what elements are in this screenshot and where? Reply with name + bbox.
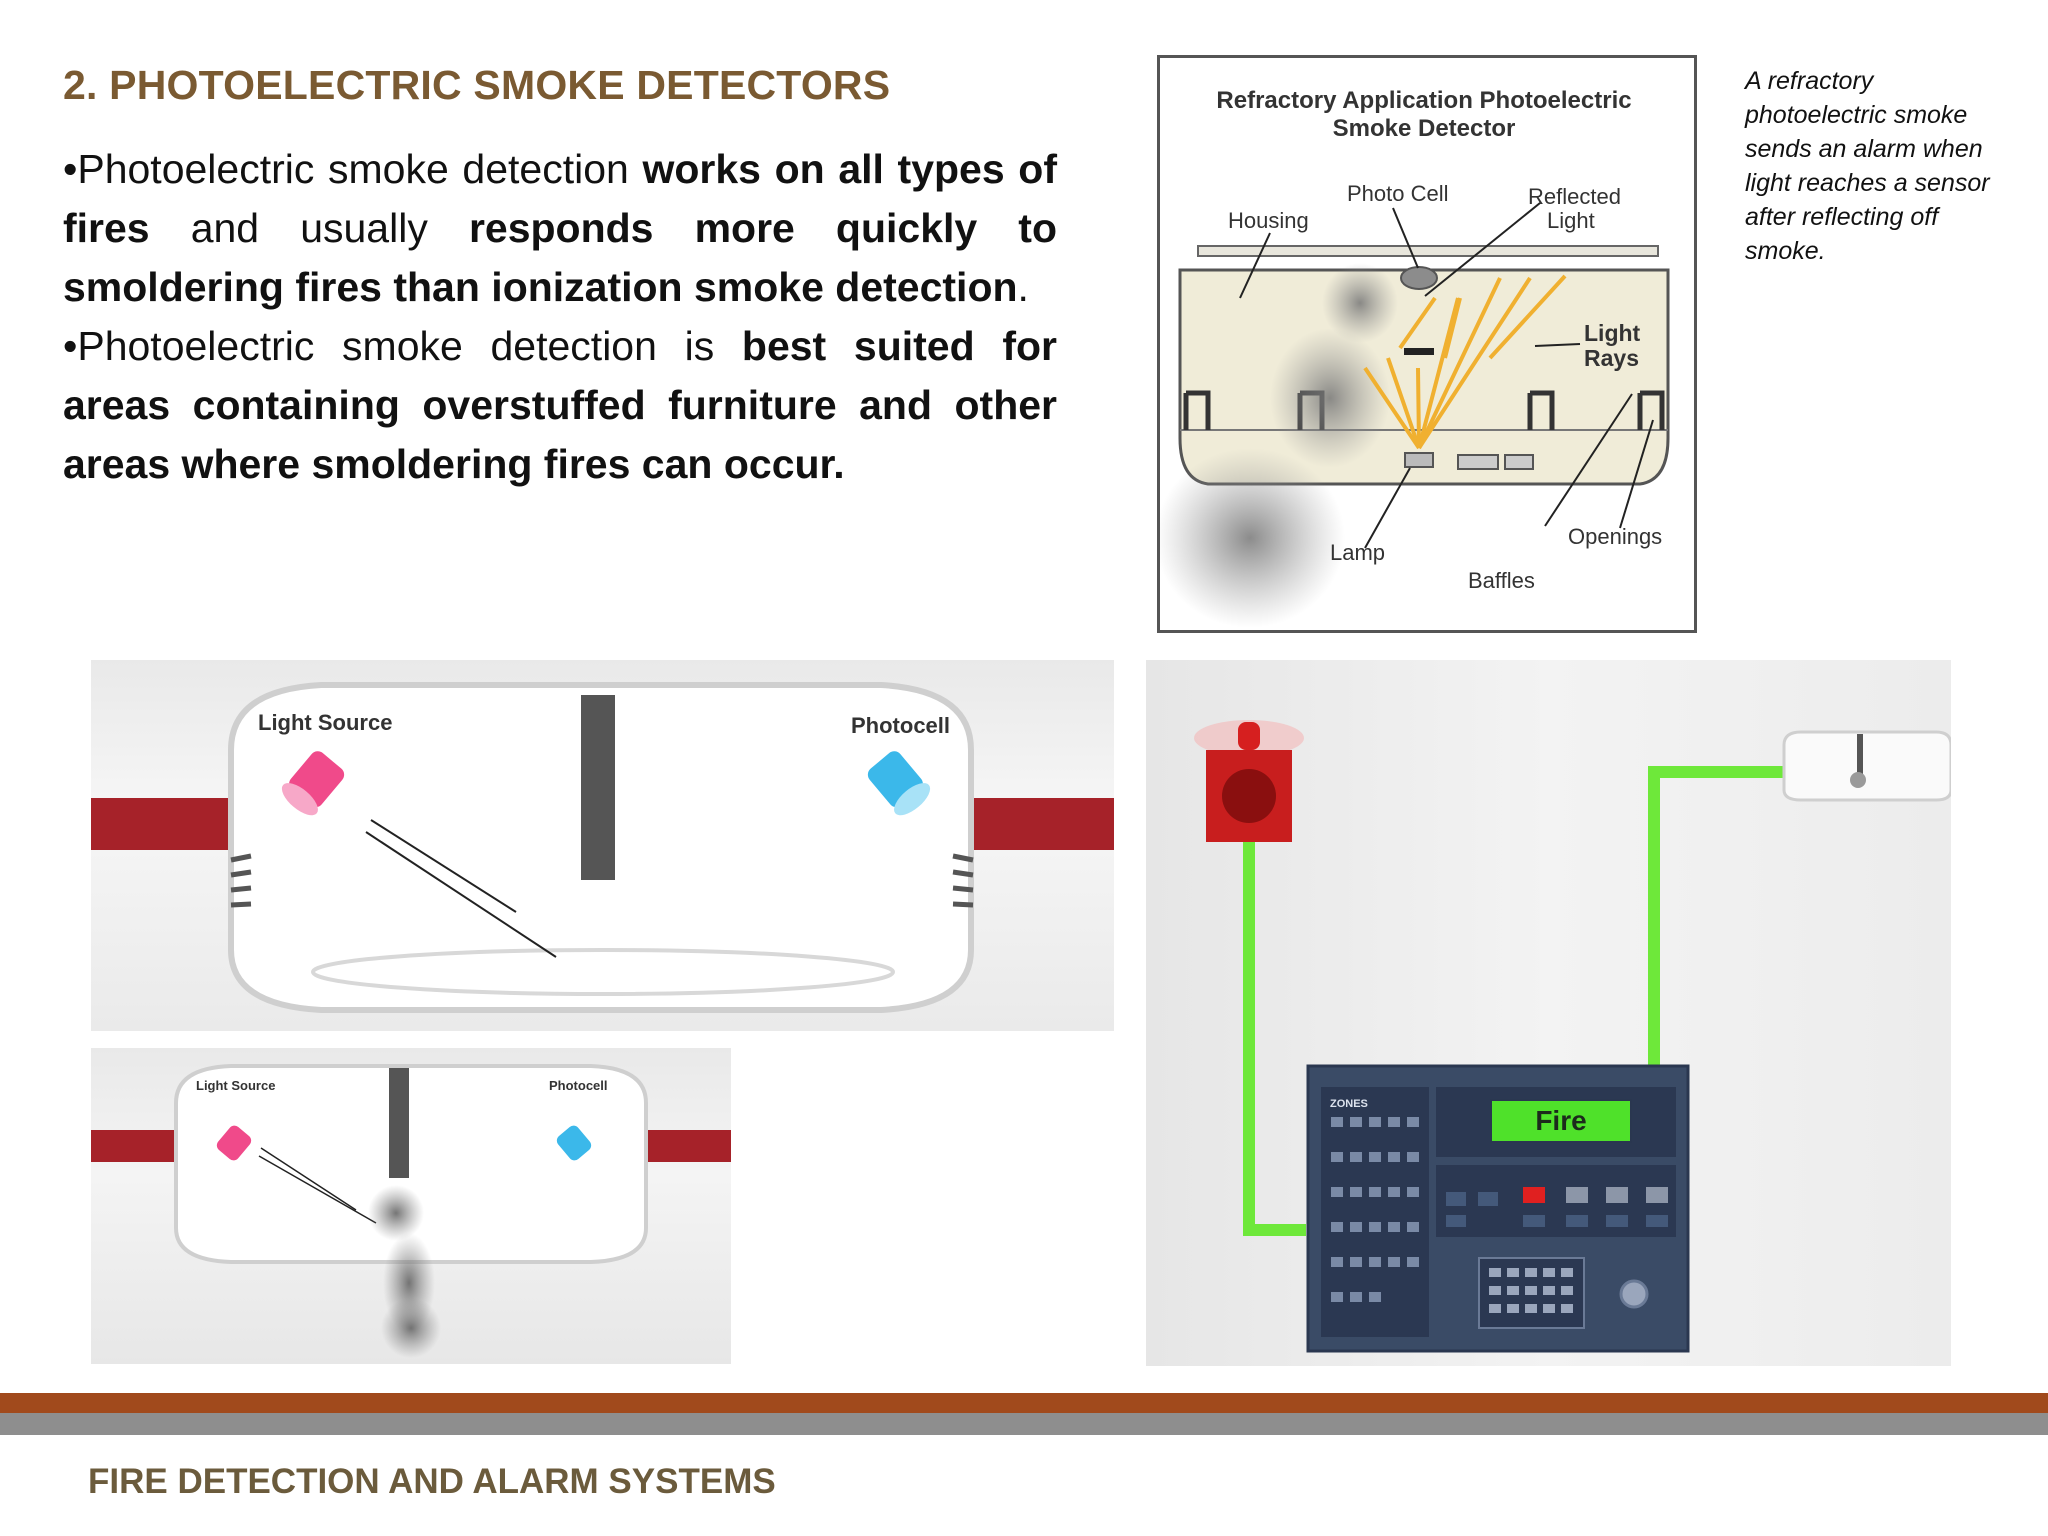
detector-diagram: Refractory Application Photoelectric Smo…: [1155, 55, 1697, 633]
button-section: [1436, 1165, 1676, 1237]
baffle: [1527, 390, 1555, 430]
label-photocell: Photocell: [549, 1078, 608, 1093]
light-barrier: [581, 695, 615, 880]
smoke-detector-small: [1782, 730, 1953, 802]
label-housing: Housing: [1228, 208, 1309, 233]
label-reflected: Reflected: [1528, 184, 1621, 209]
label-light-source: Light Source: [196, 1078, 275, 1093]
bullet-text: •Photoelectric smoke detection works on …: [63, 140, 1057, 494]
label-light-source: Light Source: [258, 710, 392, 735]
label-light-rays-1: Light: [1584, 320, 1641, 346]
alarm-system-svg: ZONES Fire: [1194, 720, 1953, 1353]
keypad-keys: [1489, 1268, 1573, 1313]
label-photo-cell: Photo Cell: [1347, 181, 1449, 206]
light-shield: [1404, 348, 1434, 355]
detector-smoke-small: [1850, 772, 1866, 788]
diagram-title-1: Refractory Application Photoelectric: [1216, 87, 1631, 114]
lamp: [1404, 452, 1434, 468]
status-display: [1490, 1099, 1632, 1143]
light-beam-lines: [258, 1147, 377, 1224]
zone-indicators: [1331, 1117, 1419, 1302]
led-photocell: [556, 1125, 592, 1161]
label-openings: Openings: [1568, 524, 1662, 549]
vent-slots-left: [230, 853, 252, 908]
housing-top-plate: [1197, 245, 1659, 257]
led-photocell: [867, 751, 931, 816]
horn-speaker: [1222, 769, 1276, 823]
footer-bar-gray: [0, 1413, 2048, 1435]
label-photocell: Photocell: [851, 713, 950, 738]
detector-diagram-svg: Refractory Application Photoelectric Smo…: [1155, 87, 1670, 628]
board-component: [1457, 454, 1499, 470]
baffle: [1183, 390, 1211, 430]
bullet-2: •Photoelectric smoke detection is best s…: [63, 323, 1057, 487]
smoke-cloud: [1270, 328, 1390, 468]
detector-smoke-svg: Light Source Photocell: [91, 1064, 731, 1358]
led-light-source: [281, 751, 345, 816]
status-display-text: Fire: [1535, 1105, 1586, 1136]
detector-barrier-small: [1857, 734, 1863, 774]
slide-title: 2. PHOTOELECTRIC SMOKE DETECTORS: [63, 62, 891, 108]
led-light-source: [216, 1125, 252, 1161]
figure-caption: A refractory photoelectric smoke sends a…: [1745, 67, 1990, 265]
panel-buttons: [1446, 1187, 1668, 1227]
detector-housing: [174, 1064, 648, 1264]
zones-label: ZONES: [1330, 1098, 1368, 1110]
housing-ring: [311, 948, 895, 996]
label-reflected-light: Light: [1547, 208, 1595, 233]
detector-illustration-smoke: Light Source Photocell: [91, 1048, 731, 1364]
leader-lines: [1239, 202, 1654, 549]
label-baffles: Baffles: [1468, 568, 1535, 593]
footer-bar-rust: [0, 1393, 2048, 1413]
wire-to-detector: [1648, 766, 1786, 1070]
board-component: [1504, 454, 1534, 470]
alarm-system-illustration: ZONES Fire: [1146, 660, 1953, 1366]
detector-illustration-large: Light Source Photocell: [91, 660, 1114, 1031]
photo-cell: [1400, 266, 1438, 290]
light-beam-lines: [365, 819, 557, 958]
smoke-particle: [381, 1298, 441, 1358]
wire-to-horn: [1243, 840, 1306, 1236]
smoke-cloud: [1155, 448, 1345, 628]
baffle: [1637, 390, 1665, 430]
light-rays: [1363, 274, 1567, 450]
light-barrier: [389, 1068, 409, 1178]
detector-large-svg: Light Source Photocell: [91, 682, 1114, 1013]
footer-title: FIRE DETECTION AND ALARM SYSTEMS: [88, 1462, 776, 1501]
smoke-cloud: [1322, 263, 1398, 343]
key-switch: [1619, 1279, 1649, 1309]
diagram-title-2: Smoke Detector: [1333, 115, 1516, 142]
strobe-light: [1238, 722, 1260, 750]
label-lamp: Lamp: [1330, 540, 1385, 565]
vent-slots-right: [952, 853, 974, 908]
smoke-particle: [368, 1185, 424, 1241]
bullet-1: •Photoelectric smoke detection works on …: [63, 146, 1057, 310]
label-light-rays-2: Rays: [1584, 345, 1639, 371]
